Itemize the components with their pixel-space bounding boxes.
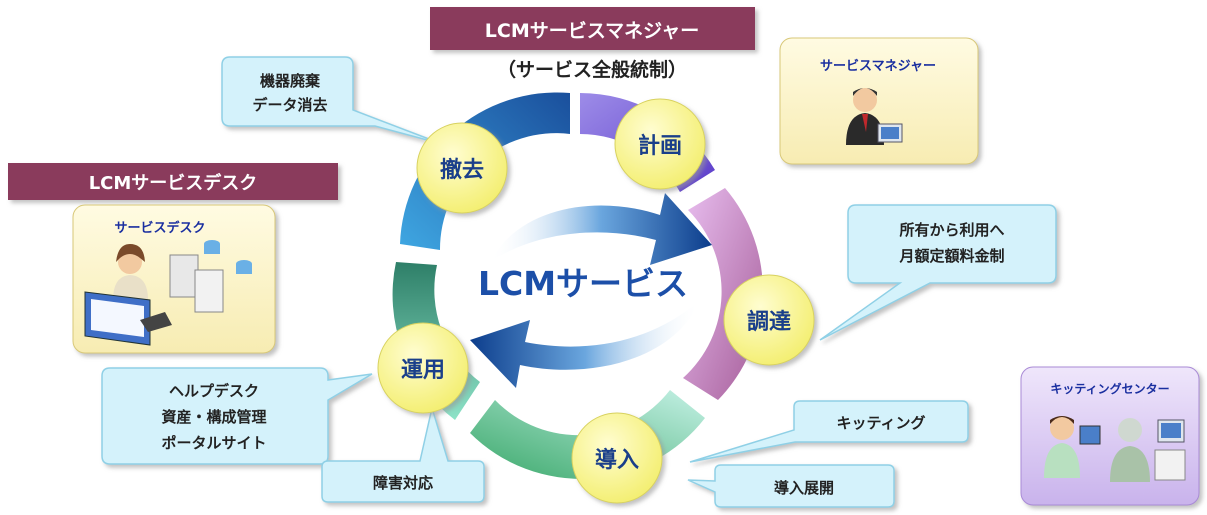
callout-disposal-line2: データ消去 xyxy=(252,96,327,114)
manager-person-icon xyxy=(846,88,903,145)
arrow-top xyxy=(490,193,712,265)
desk-banner: LCMサービスデスク xyxy=(8,163,338,200)
arrow-bottom xyxy=(470,300,700,388)
cycle-arrows xyxy=(470,193,712,388)
role-card-kitting-center: キッティングセンター xyxy=(1020,366,1200,506)
desk-banner-title: LCMサービスデスク xyxy=(89,172,258,194)
kitting-worker-icon xyxy=(1044,416,1101,478)
stage-procure-label: 調達 xyxy=(747,309,791,335)
ring-segment-remove xyxy=(400,92,570,250)
stage-remove-label: 撤去 xyxy=(440,157,484,183)
callout-helpdesk-line1: ヘルプデスク xyxy=(169,382,259,400)
callout-helpdesk-line3: ポータルサイト xyxy=(161,434,266,452)
helpdesk-operator-icon xyxy=(113,244,148,300)
role-card-service-manager: サービスマネジャー xyxy=(779,37,979,165)
monitor-screen-icon xyxy=(84,291,172,346)
callout-subscription-line2: 月額定額料金制 xyxy=(898,247,1004,265)
role-service-manager-label: サービスマネジャー xyxy=(820,58,936,74)
callout-kitting: キッティング xyxy=(689,400,969,463)
stage-deploy: 導入 xyxy=(571,412,663,504)
callout-subscription: 所有から利用へ 月額定額料金制 xyxy=(819,204,1057,341)
manager-banner-title: LCMサービスマネジャー xyxy=(485,20,699,42)
callout-rollout: 導入展開 xyxy=(687,464,895,508)
stage-operate-label: 運用 xyxy=(401,358,445,383)
center-label: LCMサービス xyxy=(478,264,688,303)
stage-plan: 計画 xyxy=(614,98,706,190)
callout-helpdesk: ヘルプデスク 資産・構成管理 ポータルサイト xyxy=(101,367,373,465)
manager-banner: LCMサービスマネジャー xyxy=(430,7,755,50)
callout-incident-text: 障害対応 xyxy=(373,474,433,492)
role-service-desk-label: サービスデスク xyxy=(114,220,205,236)
callout-disposal-line1: 機器廃棄 xyxy=(260,72,321,90)
callout-subscription-line1: 所有から利用へ xyxy=(899,221,1004,239)
role-card-service-desk: サービスデスク xyxy=(72,204,276,354)
callout-incident: 障害対応 xyxy=(321,405,485,503)
callout-rollout-text: 導入展開 xyxy=(774,479,834,497)
manager-banner-subtitle: （サービス全般統制） xyxy=(497,58,687,81)
stage-operate: 運用 xyxy=(377,322,469,414)
role-kitting-center-label: キッティングセンター xyxy=(1050,381,1169,396)
kitting-technician-icon xyxy=(1110,418,1186,482)
callout-helpdesk-line2: 資産・構成管理 xyxy=(161,408,266,426)
stage-deploy-label: 導入 xyxy=(595,447,639,473)
manager-banner-box xyxy=(430,7,755,50)
server-icon xyxy=(169,240,252,313)
callout-disposal: 機器廃棄 データ消去 xyxy=(221,56,443,145)
stage-procure: 調達 xyxy=(723,274,815,366)
desk-banner-box xyxy=(8,163,338,200)
stage-remove: 撤去 xyxy=(416,122,508,214)
stage-plan-label: 計画 xyxy=(638,133,682,159)
callout-kitting-text: キッティング xyxy=(836,414,925,432)
